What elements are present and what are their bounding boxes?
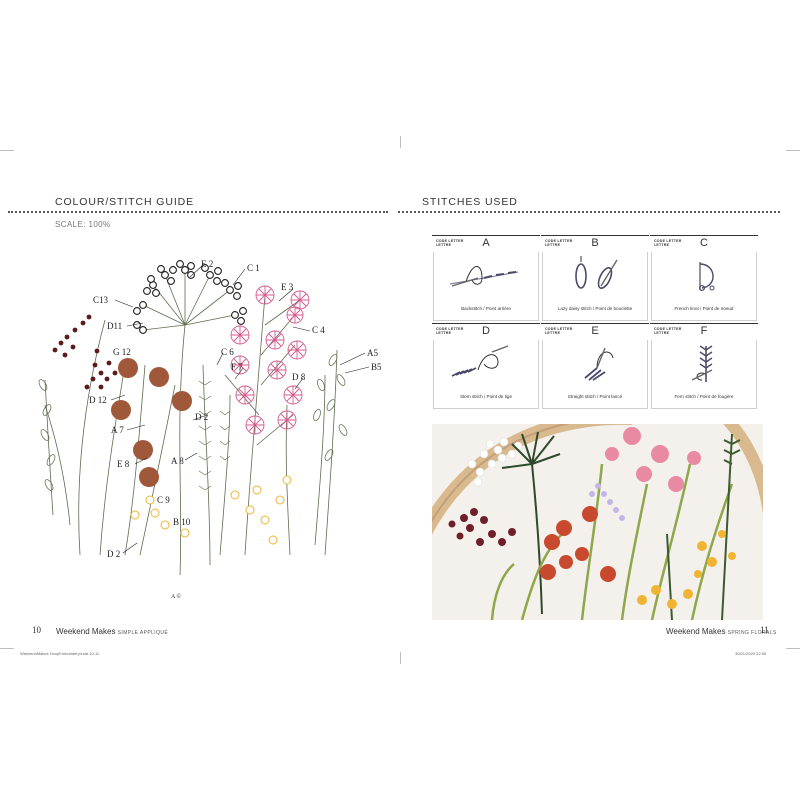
- stitch-caption: Stem stitch / Point de tige: [459, 394, 513, 399]
- pattern-label: F 7: [231, 362, 243, 372]
- stitch-caption: Fern stitch / Point de fougère: [674, 394, 734, 399]
- caption-line-2: LETTRE: [654, 331, 670, 336]
- right-slug-line: 30/01/2020 22:05: [735, 651, 767, 656]
- caption-line-1: CODE LETTER: [436, 327, 464, 331]
- pattern-label: C13: [93, 295, 109, 305]
- caption-line-1: CODE LETTER: [654, 327, 682, 331]
- left-section-title: COLOUR/STITCH GUIDE: [55, 196, 195, 208]
- stem-stitch-diagram-icon: [451, 345, 509, 377]
- stitch-code-letter: F: [700, 325, 708, 337]
- stitch-cell-body: French knot / Point de noeud: [651, 252, 757, 321]
- scale-label: SCALE: 100%: [55, 220, 111, 229]
- pattern-label: E 8: [117, 459, 130, 469]
- caption-line-1: CODE LETTER: [654, 239, 682, 243]
- crop-mark: [786, 150, 800, 151]
- crop-mark: [0, 648, 14, 649]
- backstitch-diagram-icon: [449, 266, 519, 287]
- left-footer-subtitle: SIMPLE APPLIQUÉ: [117, 630, 169, 636]
- stitch-caption: Straight stitch / Point lancé: [567, 394, 623, 399]
- pattern-label: A 8: [171, 456, 184, 466]
- right-title-dotted-rule: [398, 211, 780, 215]
- stitch-code-letter: B: [591, 237, 599, 249]
- crop-mark: [0, 150, 14, 151]
- stitch-cell-body: Fern stitch / Point de fougère: [651, 340, 757, 409]
- pattern-label: B5: [371, 362, 382, 372]
- caption-line-2: LETTRE: [436, 331, 452, 336]
- stitch-caption: Lazy daisy stitch / Point de bouclette: [557, 306, 633, 311]
- caption-line-2: LETTRE: [654, 243, 670, 248]
- stitch-cell-body: Stem stitch / Point de tige: [433, 340, 539, 409]
- pattern-label: E 2: [201, 259, 213, 269]
- left-title-dotted-rule: [8, 211, 388, 215]
- pattern-label: D11: [107, 321, 122, 331]
- pattern-label: D 8: [292, 372, 306, 382]
- left-footer: Weekend Makes SIMPLE APPLIQUÉ: [56, 627, 168, 636]
- crop-mark: [400, 652, 401, 664]
- pattern-label: A5: [367, 348, 378, 358]
- pattern-label: A ©: [171, 593, 182, 600]
- stitch-caption: Backstitch / Point arrière: [461, 306, 511, 311]
- embroidery-pattern: C13 D11 G 12 D 12 A 7 E 8 A 8 C 9 B 10 D…: [38, 259, 382, 600]
- finished-embroidery-photo: [432, 424, 763, 620]
- stitch-code-letter: D: [482, 325, 490, 337]
- stitch-code-letter: E: [591, 325, 599, 337]
- caption-line-1: CODE LETTER: [436, 239, 464, 243]
- left-footer-title: Weekend Makes: [56, 627, 116, 636]
- right-footer-title: Weekend Makes: [666, 627, 726, 636]
- left-page-number: 10: [32, 625, 41, 635]
- caption-line-1: CODE LETTER: [545, 327, 573, 331]
- caption-line-2: LETTRE: [545, 331, 561, 336]
- lazy-daisy-diagram-icon: [575, 256, 618, 289]
- stitch-cell-body: Lazy daisy stitch / Point de bouclette: [542, 252, 648, 321]
- crop-mark: [400, 136, 401, 148]
- stitch-code-letter: A: [482, 237, 490, 249]
- caption-line-1: CODE LETTER: [545, 239, 573, 243]
- pattern-label: C 9: [157, 495, 170, 505]
- pattern-label: D 2: [107, 549, 120, 559]
- straight-stitch-diagram-icon: [584, 347, 614, 381]
- pattern-label: G 12: [113, 347, 131, 357]
- pattern-label: E 3: [281, 282, 294, 292]
- right-footer-subtitle: SPRING FLORALS: [727, 630, 777, 636]
- pattern-label: C 1: [247, 263, 260, 273]
- stitch-caption: French knot / Point de noeud: [674, 306, 734, 311]
- pattern-label: C 4: [312, 325, 325, 335]
- right-section-title: STITCHES USED: [422, 196, 518, 208]
- embroidery-photo-illustration: [432, 424, 763, 620]
- crop-mark: [786, 648, 800, 649]
- right-page-number: 11: [760, 625, 769, 635]
- pattern-label: B 10: [173, 517, 191, 527]
- pattern-label: A 7: [111, 425, 124, 435]
- stitch-cell-body: Backstitch / Point arrière: [433, 252, 539, 321]
- right-footer: Weekend Makes SPRING FLORALS: [666, 627, 777, 636]
- pattern-label: C 6: [221, 347, 234, 357]
- stitch-cell-body: Straight stitch / Point lancé: [542, 340, 648, 409]
- fern-stitch-diagram-icon: [691, 345, 713, 382]
- caption-line-2: LETTRE: [436, 243, 452, 248]
- caption-line-2: LETTRE: [545, 243, 561, 248]
- french-knot-diagram-icon: [698, 262, 715, 292]
- stitch-code-letter: C: [700, 237, 708, 249]
- left-slug-line: WeekendMakes HoopEmbroidery.indd 10-11: [20, 651, 100, 656]
- pattern-label: D 12: [89, 395, 107, 405]
